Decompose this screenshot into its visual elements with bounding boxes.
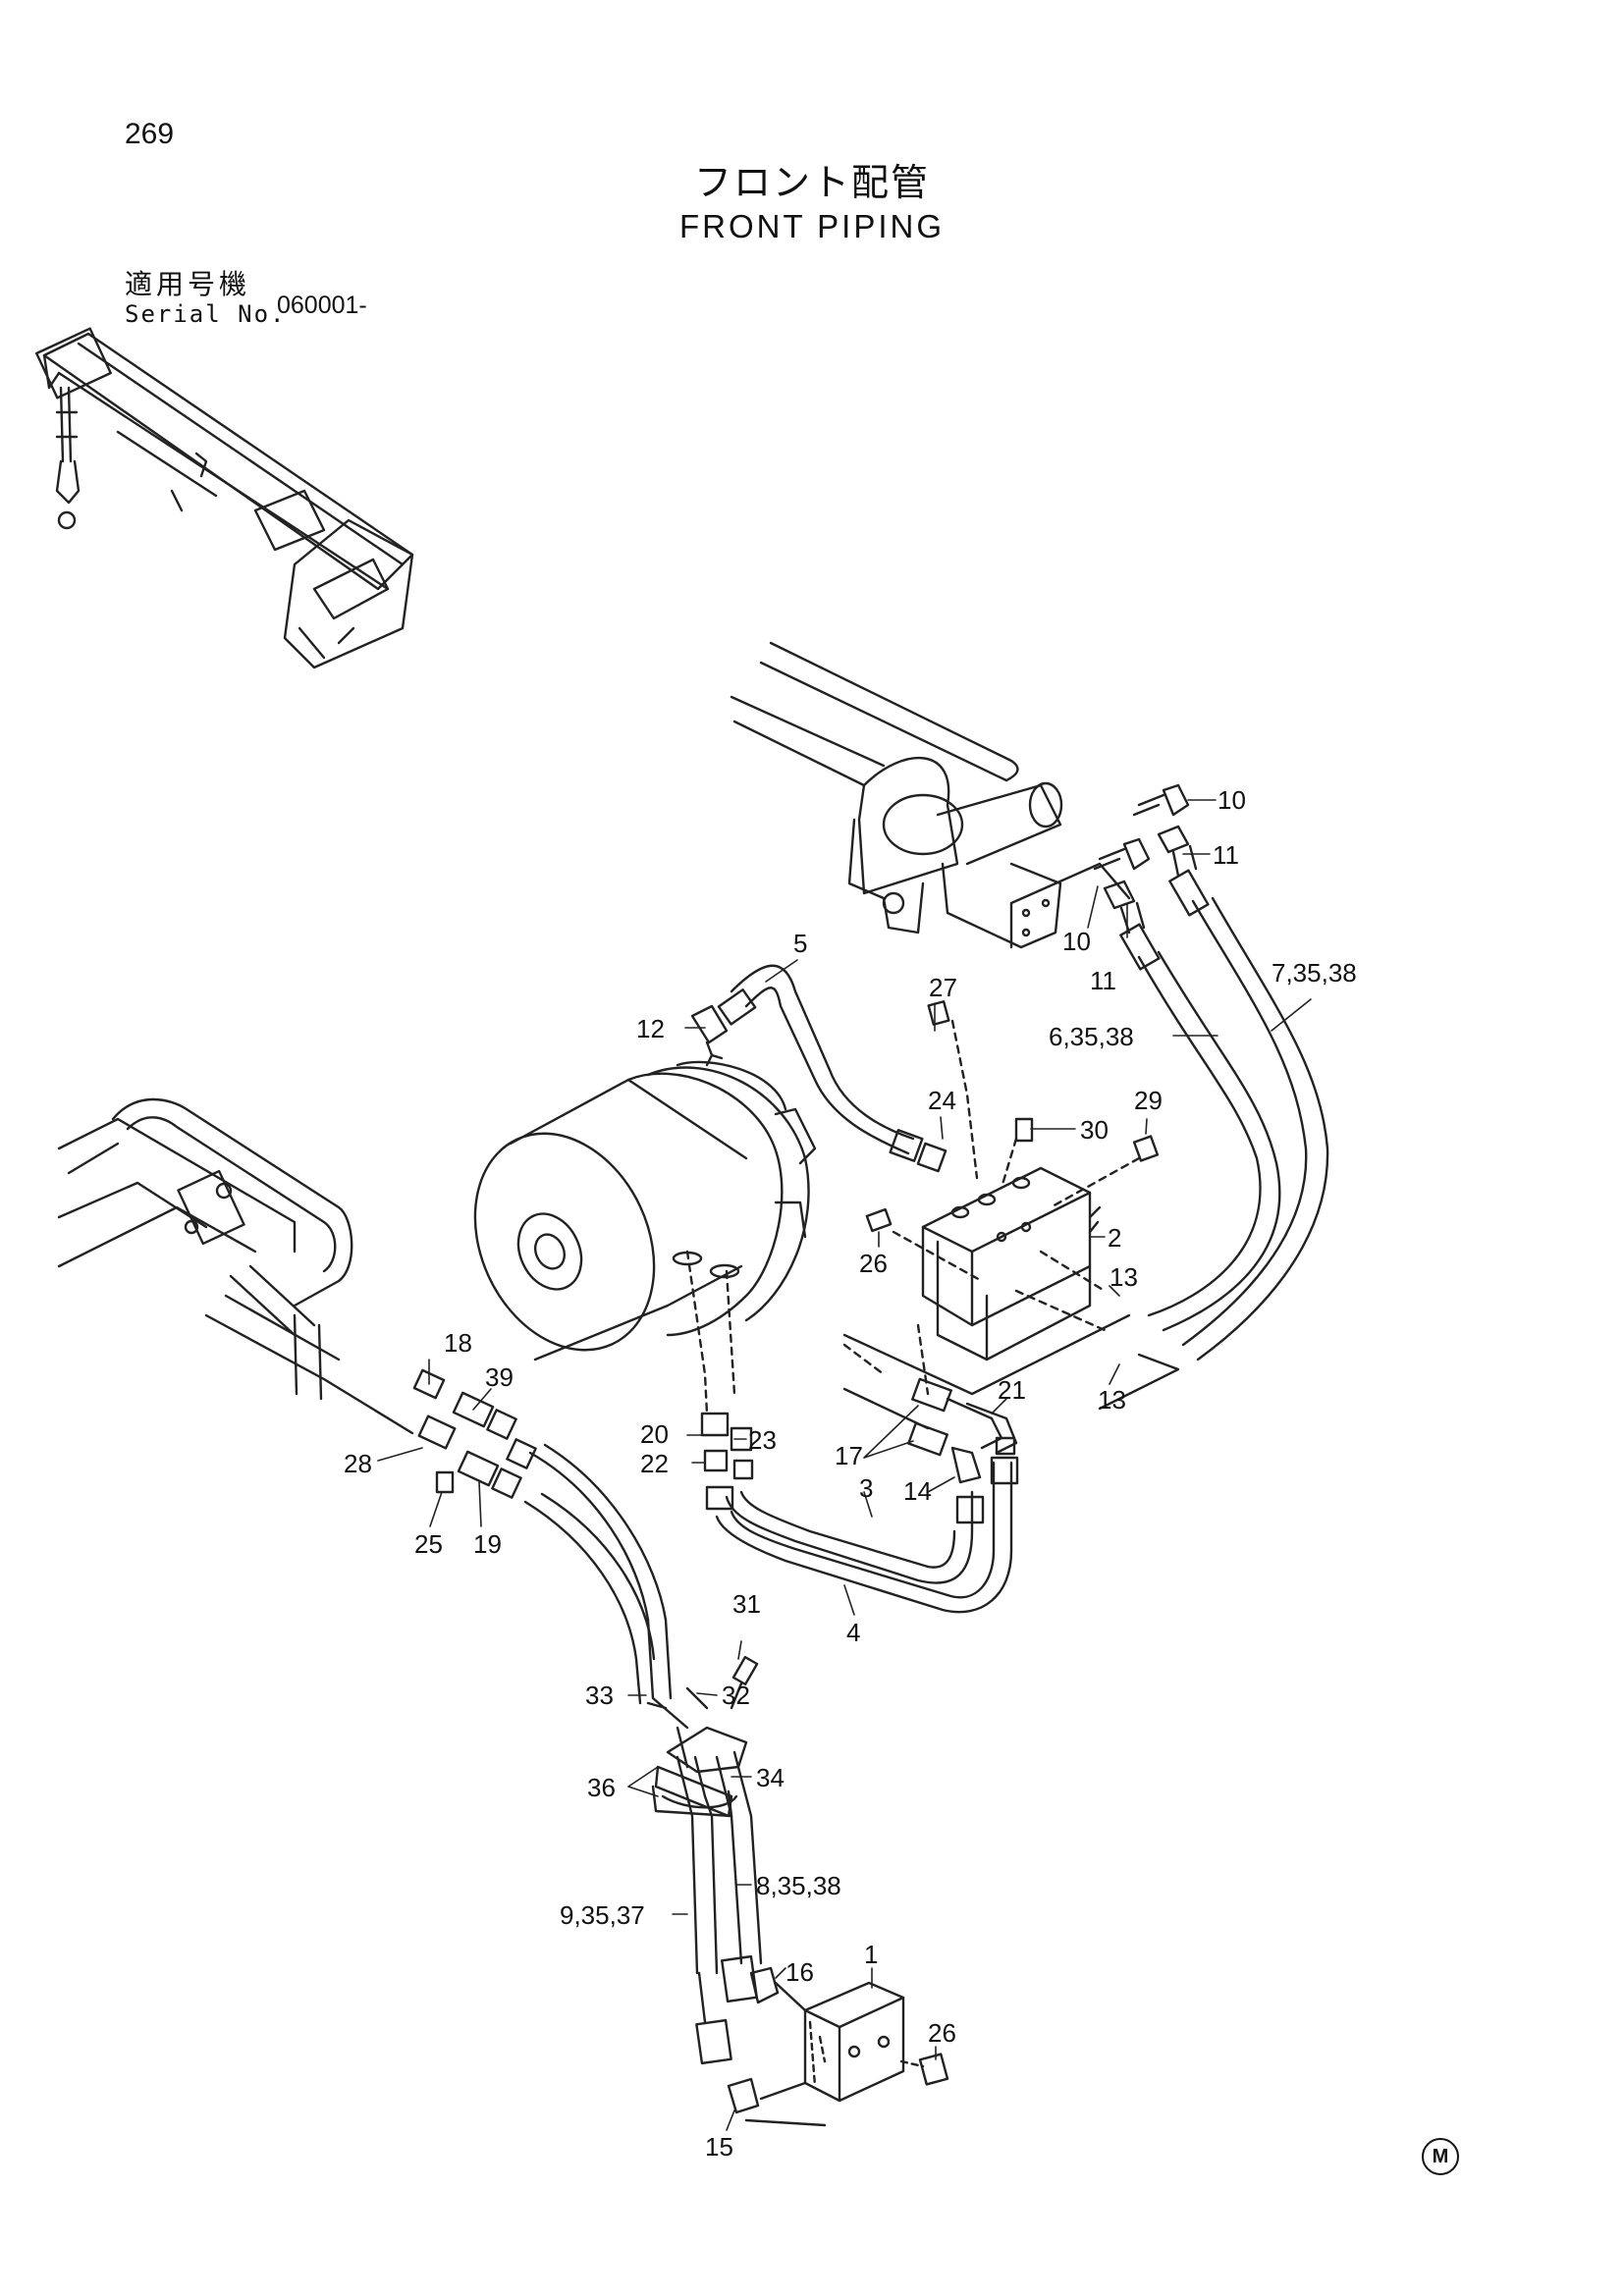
hoses-6-and-7 (1119, 869, 1329, 1362)
callout-21: 21 (998, 1375, 1026, 1405)
callout-32: 32 (722, 1681, 750, 1710)
callout-16: 16 (785, 1957, 814, 1987)
block-1-assembly (727, 1966, 949, 2127)
hoses-3-and-4 (705, 1456, 1019, 1614)
callout-25: 25 (414, 1529, 443, 1559)
callout-5: 5 (793, 929, 807, 958)
callout-20: 20 (640, 1419, 669, 1449)
boom-cylinder-assembly (730, 641, 1131, 949)
manifold-outline-lines (842, 1313, 1180, 1430)
callout-numbers: 10 11 10 11 5 12 27 7,35,38 6,35,38 24 2… (344, 785, 1357, 2162)
callout-13-lower: 13 (1098, 1385, 1126, 1415)
callout-8-35-38: 8,35,38 (756, 1871, 841, 1900)
callout-15: 15 (705, 2132, 733, 2162)
serial-number-value: 060001- (277, 292, 367, 319)
callout-28: 28 (344, 1449, 372, 1478)
callout-11-lower: 11 (1090, 966, 1116, 995)
left-boom-frame (57, 1097, 414, 1435)
callout-18: 18 (444, 1328, 472, 1358)
callout-36: 36 (587, 1773, 616, 1802)
callout-14: 14 (903, 1476, 932, 1506)
callout-1: 1 (864, 1940, 878, 1969)
hoses-8-and-9 (523, 1443, 763, 2065)
callout-23: 23 (748, 1425, 777, 1455)
callout-leader-lines (377, 799, 1312, 2131)
callout-11-top: 11 (1213, 840, 1239, 870)
callout-10-top: 10 (1218, 785, 1246, 815)
page-number: 269 (125, 118, 175, 150)
callout-27: 27 (929, 973, 957, 1002)
callout-12: 12 (636, 1014, 665, 1043)
callout-22: 22 (640, 1449, 669, 1478)
callout-26-block: 26 (928, 2018, 956, 2048)
fittings-center-group (700, 1377, 1018, 1484)
callout-24: 24 (928, 1086, 956, 1115)
crane-thumbnail-illustration (35, 327, 414, 669)
callout-10-lower: 10 (1062, 927, 1091, 956)
callout-7-35-38: 7,35,38 (1272, 958, 1357, 988)
callout-2: 2 (1108, 1223, 1121, 1253)
callout-9-35-37: 9,35,37 (560, 1900, 645, 1930)
callout-33: 33 (585, 1681, 614, 1710)
callout-39: 39 (485, 1362, 514, 1392)
page-title-japanese: フロント配管 (693, 161, 930, 204)
manifold-block-2 (865, 1000, 1160, 1362)
travel-motor (473, 1053, 817, 1362)
elbow-fittings-10-11 (1093, 783, 1198, 934)
fittings-left-group (412, 1368, 537, 1499)
callout-29: 29 (1134, 1086, 1163, 1115)
page-title-english: FRONT PIPING (678, 208, 946, 244)
serial-label-english: Serial No. (125, 300, 287, 328)
callout-19: 19 (473, 1529, 502, 1559)
callout-31: 31 (732, 1589, 761, 1619)
callout-26-manifold: 26 (859, 1249, 888, 1278)
callout-3: 3 (859, 1473, 873, 1503)
serial-label-japanese: 適用号機 (125, 268, 251, 300)
clamp-bolt-31 (730, 1655, 759, 1710)
callout-13-upper: 13 (1110, 1262, 1138, 1292)
callout-34: 34 (756, 1763, 785, 1792)
m-marker-icon: M (1422, 2138, 1459, 2175)
callout-6-35-38: 6,35,38 (1049, 1022, 1134, 1051)
hose-5-and-elbow-12 (690, 964, 947, 1173)
callout-17: 17 (835, 1441, 863, 1470)
manifold-dashed-leaders (685, 1019, 1141, 1415)
callout-30: 30 (1080, 1115, 1109, 1145)
callout-4: 4 (846, 1618, 860, 1647)
